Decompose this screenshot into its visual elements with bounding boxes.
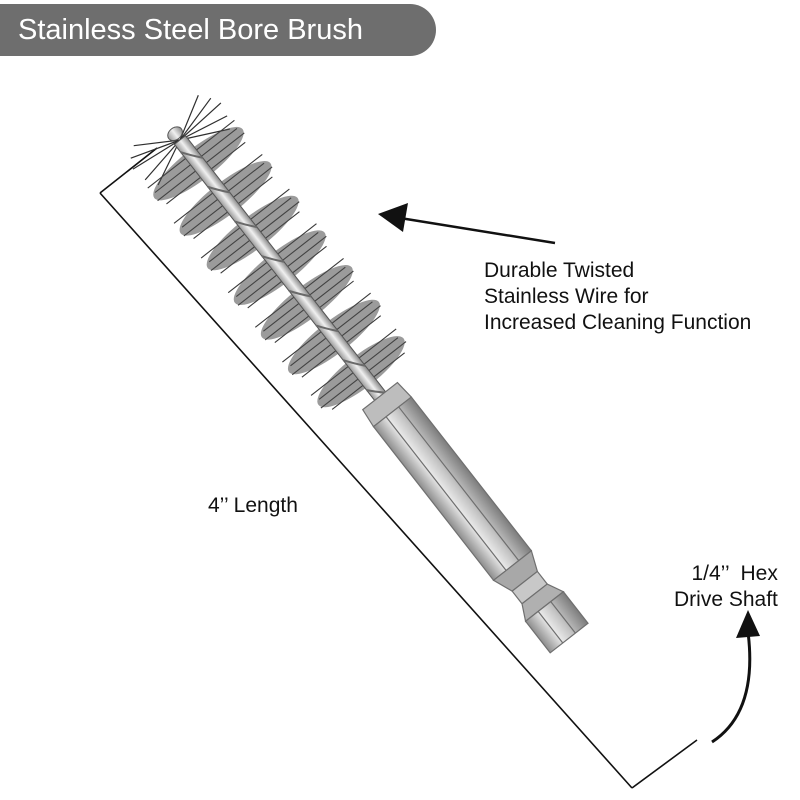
wire-callout-line-2: Stainless Wire for <box>484 285 649 308</box>
length-dimension-line <box>99 147 698 789</box>
wire-callout-line-3: Increased Cleaning Function <box>484 311 752 334</box>
shaft-callout-line-1: 1/4’’ Hex <box>691 562 778 585</box>
hex-shaft <box>361 381 589 654</box>
wire-callout-text: Durable Twisted Stainless Wire for Incre… <box>484 258 751 336</box>
wire-callout-arrow <box>378 203 556 245</box>
shaft-callout-line-2: Drive Shaft <box>674 588 778 611</box>
shaft-callout-text: 1/4’’ Hex Drive Shaft <box>674 561 778 613</box>
length-callout-text: 4’’ Length <box>208 494 298 517</box>
shaft-callout-arrow <box>711 610 760 744</box>
twisted-wire-core <box>167 126 390 406</box>
wire-callout-line-1: Durable Twisted <box>484 259 635 282</box>
title-banner: Stainless Steel Bore Brush <box>0 4 436 56</box>
bore-brush <box>130 95 589 654</box>
